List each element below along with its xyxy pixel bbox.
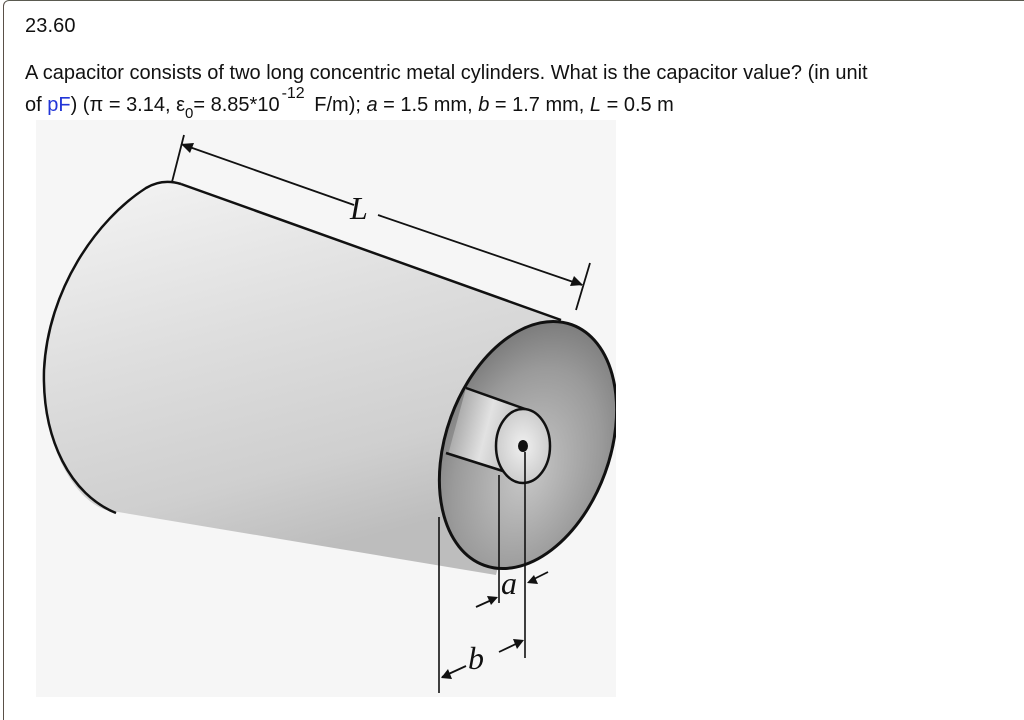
cylinder-diagram [42, 134, 616, 693]
outer-radius-label: b [468, 640, 484, 676]
center-axis-dot [518, 440, 528, 452]
var-b: b [478, 94, 490, 116]
coaxial-cylinder-figure: L a b [36, 120, 616, 697]
var-L: L [589, 94, 602, 116]
question-line-1: A capacitor consists of two long concent… [25, 62, 868, 84]
var-a: a [366, 94, 378, 116]
problem-number: 23.60 [25, 15, 76, 37]
question-line-2: of pF) (π = 3.14, ε0= 8.85*10-12 F/m); a… [25, 85, 674, 122]
question-text: A capacitor consists of two long concent… [25, 57, 1015, 123]
exponent: -12 [281, 85, 305, 102]
length-label: L [350, 190, 368, 226]
inner-radius-label: a [501, 565, 517, 601]
outer-cylinder-body [43, 184, 562, 575]
unit-link-pf[interactable]: pF [47, 94, 71, 116]
epsilon-subscript: 0 [185, 105, 194, 122]
